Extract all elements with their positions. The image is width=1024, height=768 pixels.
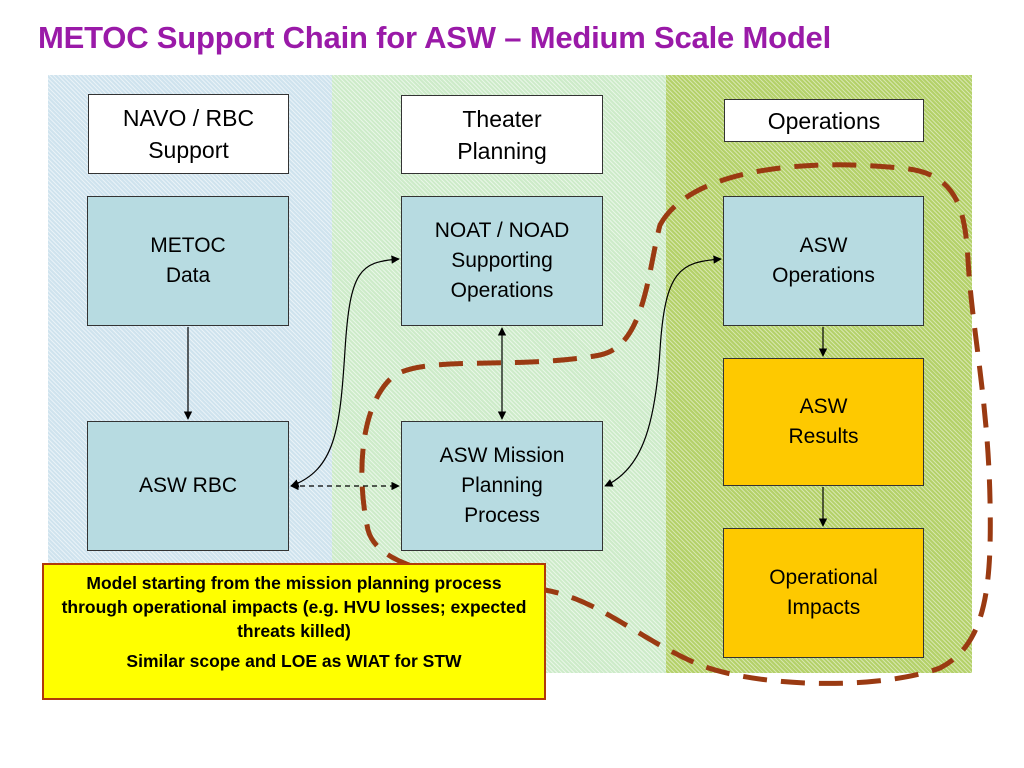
box-noat-noad: NOAT / NOAD Supporting Operations (401, 196, 603, 326)
header-theater-planning: Theater Planning (401, 95, 603, 174)
header-navo-rbc-support-label: NAVO / RBC Support (122, 105, 255, 163)
box-operational-impacts-label: Operational Impacts (769, 566, 878, 619)
box-asw-mission-planning: ASW Mission Planning Process (401, 421, 603, 551)
header-theater-planning-label: Theater Planning (457, 105, 547, 164)
scope-dashed-outline (359, 162, 993, 686)
arrow-rbc-to-noat-curve (290, 255, 400, 488)
box-noat-noad-label: NOAT / NOAD Supporting Operations (434, 219, 570, 302)
box-asw-results: ASW Results (723, 358, 924, 486)
box-asw-results-label: ASW Results (788, 395, 859, 448)
header-operations: Operations (724, 99, 924, 142)
box-asw-operations-label: ASW Operations (772, 234, 875, 287)
scope-note-line-2: Similar scope and LOE as WIAT for STW (126, 651, 462, 671)
scope-note-line-1: Model starting from the mission planning… (61, 573, 527, 641)
page-title: METOC Support Chain for ASW – Medium Sca… (38, 20, 832, 55)
box-asw-mission-planning-label: ASW Mission Planning Process (439, 444, 565, 527)
header-navo-rbc-support: NAVO / RBC Support (88, 94, 289, 174)
box-asw-rbc: ASW RBC (87, 421, 289, 551)
box-operational-impacts: Operational Impacts (723, 528, 924, 658)
box-metoc-data-label: METOC Data (150, 234, 226, 287)
scope-note: Model starting from the mission planning… (42, 563, 546, 700)
box-asw-operations: ASW Operations (723, 196, 924, 326)
box-metoc-data: METOC Data (87, 196, 289, 326)
arrow-mission-to-operations-curve (604, 255, 722, 487)
header-operations-label: Operations (767, 107, 881, 134)
box-asw-rbc-label: ASW RBC (138, 474, 237, 497)
